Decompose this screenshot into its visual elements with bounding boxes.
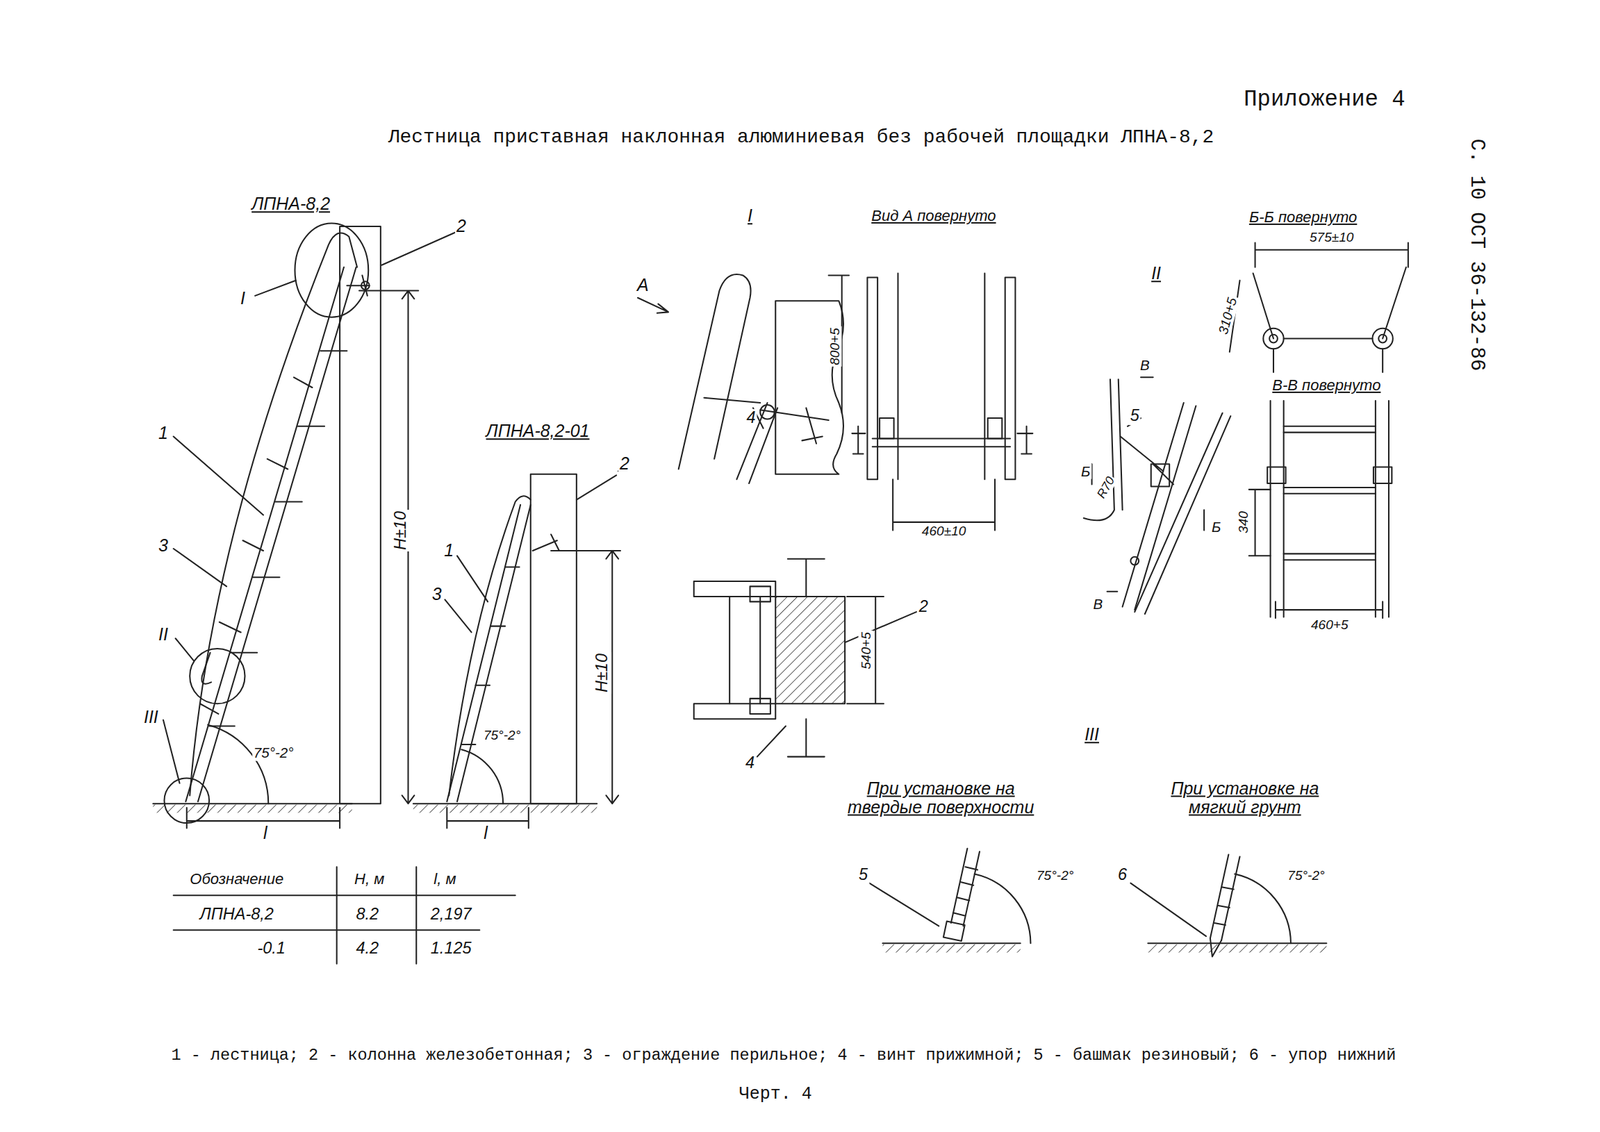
view-arrow-letter: A xyxy=(635,276,651,296)
install-note: При установке на твердые поверхности xyxy=(832,778,1050,818)
angle-dimension: 75°-2° xyxy=(1285,868,1326,884)
callout-number: 3 xyxy=(430,585,444,605)
callout-number: 2 xyxy=(917,598,930,617)
dimension: 460+5 xyxy=(1309,616,1350,632)
table-header: Обозначение xyxy=(188,871,285,888)
dimension: 460±10 xyxy=(920,523,968,538)
detail-callout: III xyxy=(142,707,160,727)
callout-number: 6 xyxy=(1116,866,1129,885)
section-letter: В xyxy=(1138,357,1152,374)
length-dimension: l xyxy=(261,823,269,843)
dimension: 575±10 xyxy=(1308,229,1356,244)
height-dimension: H±10 xyxy=(391,509,410,552)
callout-number: 1 xyxy=(157,423,170,443)
dimension: 310+5 xyxy=(1215,295,1240,338)
callout-number: 5 xyxy=(1128,407,1141,426)
table-cell: 1.125 xyxy=(429,939,474,959)
callout-number: 4 xyxy=(744,754,756,773)
table-header: H, м xyxy=(352,871,386,888)
table-cell: 2,197 xyxy=(429,906,474,925)
section-letter: Б xyxy=(1210,519,1223,536)
length-dimension: l xyxy=(482,823,490,843)
table-cell: ЛПНА-8,2 xyxy=(198,906,276,925)
detail-title: II xyxy=(1149,264,1163,283)
angle-dimension: 75°-2° xyxy=(482,727,522,742)
table-cell: -0.1 xyxy=(255,939,287,959)
section-title: В-В повернуто xyxy=(1270,377,1382,394)
view-title: ЛПНА-8,2 xyxy=(250,194,332,214)
callout-number: 2 xyxy=(618,455,631,474)
dimension: 800+5 xyxy=(827,327,843,368)
radius-dimension: R70 xyxy=(1094,473,1119,502)
install-note: При установке на мягкий грунт xyxy=(1153,778,1336,818)
callout-number: 2 xyxy=(455,216,468,236)
table-cell: 4.2 xyxy=(354,939,381,959)
callout-number: 1 xyxy=(442,541,456,560)
table-header: l, м xyxy=(432,871,458,888)
parts-caption: 1 - лестница; 2 - колонна железобетонная… xyxy=(78,1046,1490,1066)
detail-title: III xyxy=(1083,725,1101,745)
table-cell: 8.2 xyxy=(354,906,381,925)
section-letter: В xyxy=(1092,596,1105,613)
detail-callout: I xyxy=(238,289,247,309)
height-dimension: H±10 xyxy=(593,652,612,695)
detail-callout: II xyxy=(157,625,170,645)
detail-title: I xyxy=(746,207,754,226)
dimension: 340 xyxy=(1235,509,1250,535)
angle-dimension: 75°-2° xyxy=(1035,868,1075,884)
dimension: 540+5 xyxy=(858,630,873,672)
section-title: Б-Б повернуто xyxy=(1247,209,1359,226)
section-letter: Б xyxy=(1079,463,1092,480)
angle-dimension: 75°-2° xyxy=(252,745,296,762)
callout-number: 5 xyxy=(857,866,870,885)
appendix-note: Приложение 4 xyxy=(1242,87,1407,113)
view-title: ЛПНА-8,2-01 xyxy=(484,422,592,442)
drawing-number: Черт. 4 xyxy=(737,1085,814,1104)
callout-number: 3 xyxy=(157,536,170,556)
drawing-title: Лестница приставная наклонная алюминиева… xyxy=(386,127,1216,149)
callout-number: 4 xyxy=(744,409,757,428)
sheet-number: С. 10 ОСТ 36-132-86 xyxy=(1465,137,1488,374)
view-title: Вид А повернуто xyxy=(869,207,997,225)
